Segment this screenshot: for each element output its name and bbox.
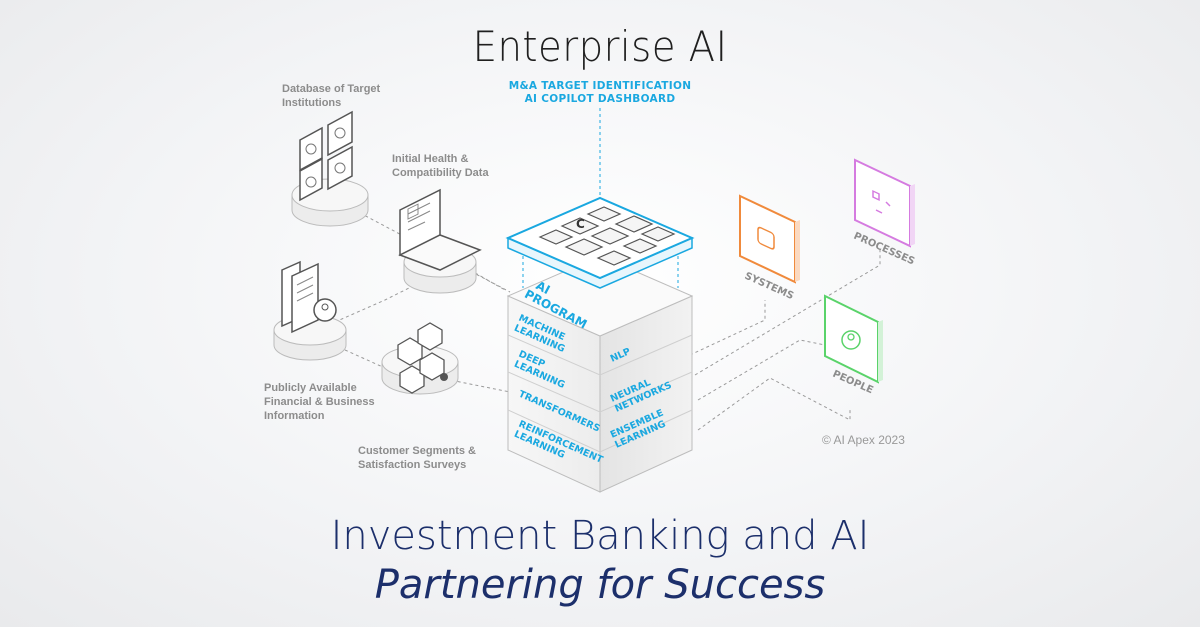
database-icon [291,110,369,227]
documents-icon [273,260,347,361]
source-label-database: Database of Target Institutions [282,82,380,110]
person-icon [841,330,861,350]
dashboard-label-line2: AI COPILOT DASHBOARD [524,93,676,105]
systems-icon [757,226,775,250]
source-label-line: Information [264,410,325,422]
laptop-icon [398,188,482,294]
footer-title: Investment Banking and AI [330,513,870,559]
dashboard-label: M&A TARGET IDENTIFICATION AI COPILOT DAS… [500,80,700,106]
source-label-line: Database of Target [282,83,381,95]
output-people: PEOPLE [824,294,883,396]
source-label-line: Publicly Available [264,382,357,394]
processes-icon [872,189,891,214]
ai-copilot-dashboard: C [505,196,695,289]
ai-program-stack [506,255,694,493]
output-processes: PROCESSES [852,158,916,267]
source-label-line: Compatibility Data [392,167,489,179]
source-label-line: Satisfaction Surveys [358,459,467,471]
source-label-line: Institutions [282,97,342,109]
source-label-customer-segments: Customer Segments & Satisfaction Surveys [358,444,476,472]
dashboard-label-line1: M&A TARGET IDENTIFICATION [508,80,692,92]
output-systems: SYSTEMS [739,194,800,302]
source-label-line: Financial & Business [264,396,375,408]
source-label-public-financial: Publicly Available Financial & Business … [264,381,375,423]
source-label-line: Initial Health & [392,153,469,165]
source-label-health: Initial Health & Compatibility Data [392,152,489,180]
footer-subtitle: Partnering for Success [374,562,826,608]
cubes-icon [381,322,459,395]
page-title: Enterprise AI [472,22,728,71]
copyright-text: © AI Apex 2023 [822,433,905,447]
source-label-line: Customer Segments & [358,445,476,457]
dashboard-c-glyph: C [576,217,585,231]
